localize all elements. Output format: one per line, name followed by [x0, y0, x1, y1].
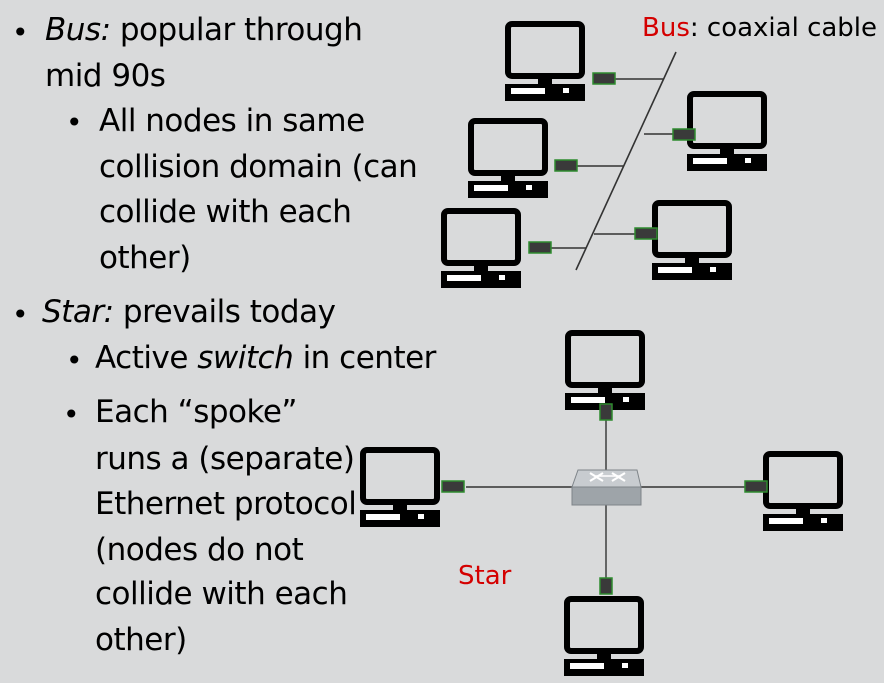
bus-heading: Bus: popular through — [45, 12, 363, 48]
bus-connector — [528, 241, 552, 254]
star-sub-line: (nodes do not — [95, 532, 304, 568]
star-connector — [599, 403, 613, 421]
bus-connector — [672, 128, 696, 141]
bus-connector — [554, 159, 578, 172]
bus-computer-icon — [441, 211, 521, 288]
star-sub-line: collide with each — [95, 576, 348, 612]
bus-coaxial-cable — [575, 51, 677, 271]
bullet-dot: • — [66, 106, 83, 139]
star-connector — [744, 480, 768, 493]
ethernet-switch-icon — [571, 469, 642, 506]
bus-computer-icon — [505, 24, 585, 101]
star-sub-line: Ethernet protocol — [95, 486, 357, 522]
star-sub-line: runs a (separate) — [95, 441, 355, 477]
bus-diagram-label: Bus: coaxial cable — [642, 13, 878, 43]
star-connector — [599, 577, 613, 595]
bus-computer-icon — [652, 203, 732, 280]
star-computer-icon — [564, 599, 644, 676]
star-connector — [441, 480, 465, 493]
bus-connector — [634, 227, 658, 240]
bus-sub-line: All nodes in same — [99, 103, 365, 139]
bullet-dot: • — [63, 398, 80, 431]
star-heading: Star: prevails today — [42, 294, 336, 330]
bullet-dot: • — [66, 344, 83, 377]
star-computer-icon — [360, 450, 440, 527]
bus-sub-line: collision domain (can — [99, 149, 418, 185]
bus-sub-line: other) — [99, 240, 191, 276]
star-sub-line: other) — [95, 622, 187, 658]
bus-computer-icon — [468, 121, 548, 198]
bus-sub-line: collide with each — [99, 194, 352, 230]
bullet-dot: • — [12, 16, 29, 49]
bus-heading-cont: mid 90s — [45, 58, 166, 94]
star-diagram-label: Star — [458, 561, 512, 591]
star-sub-switch: Active switch in center — [95, 340, 436, 376]
star-computer-icon — [763, 454, 843, 531]
star-sub-line: Each “spoke” — [95, 394, 297, 430]
bus-computer-icon — [687, 94, 767, 171]
bullet-dot: • — [12, 298, 29, 331]
bus-connector — [592, 72, 616, 85]
star-computer-icon — [565, 333, 645, 410]
